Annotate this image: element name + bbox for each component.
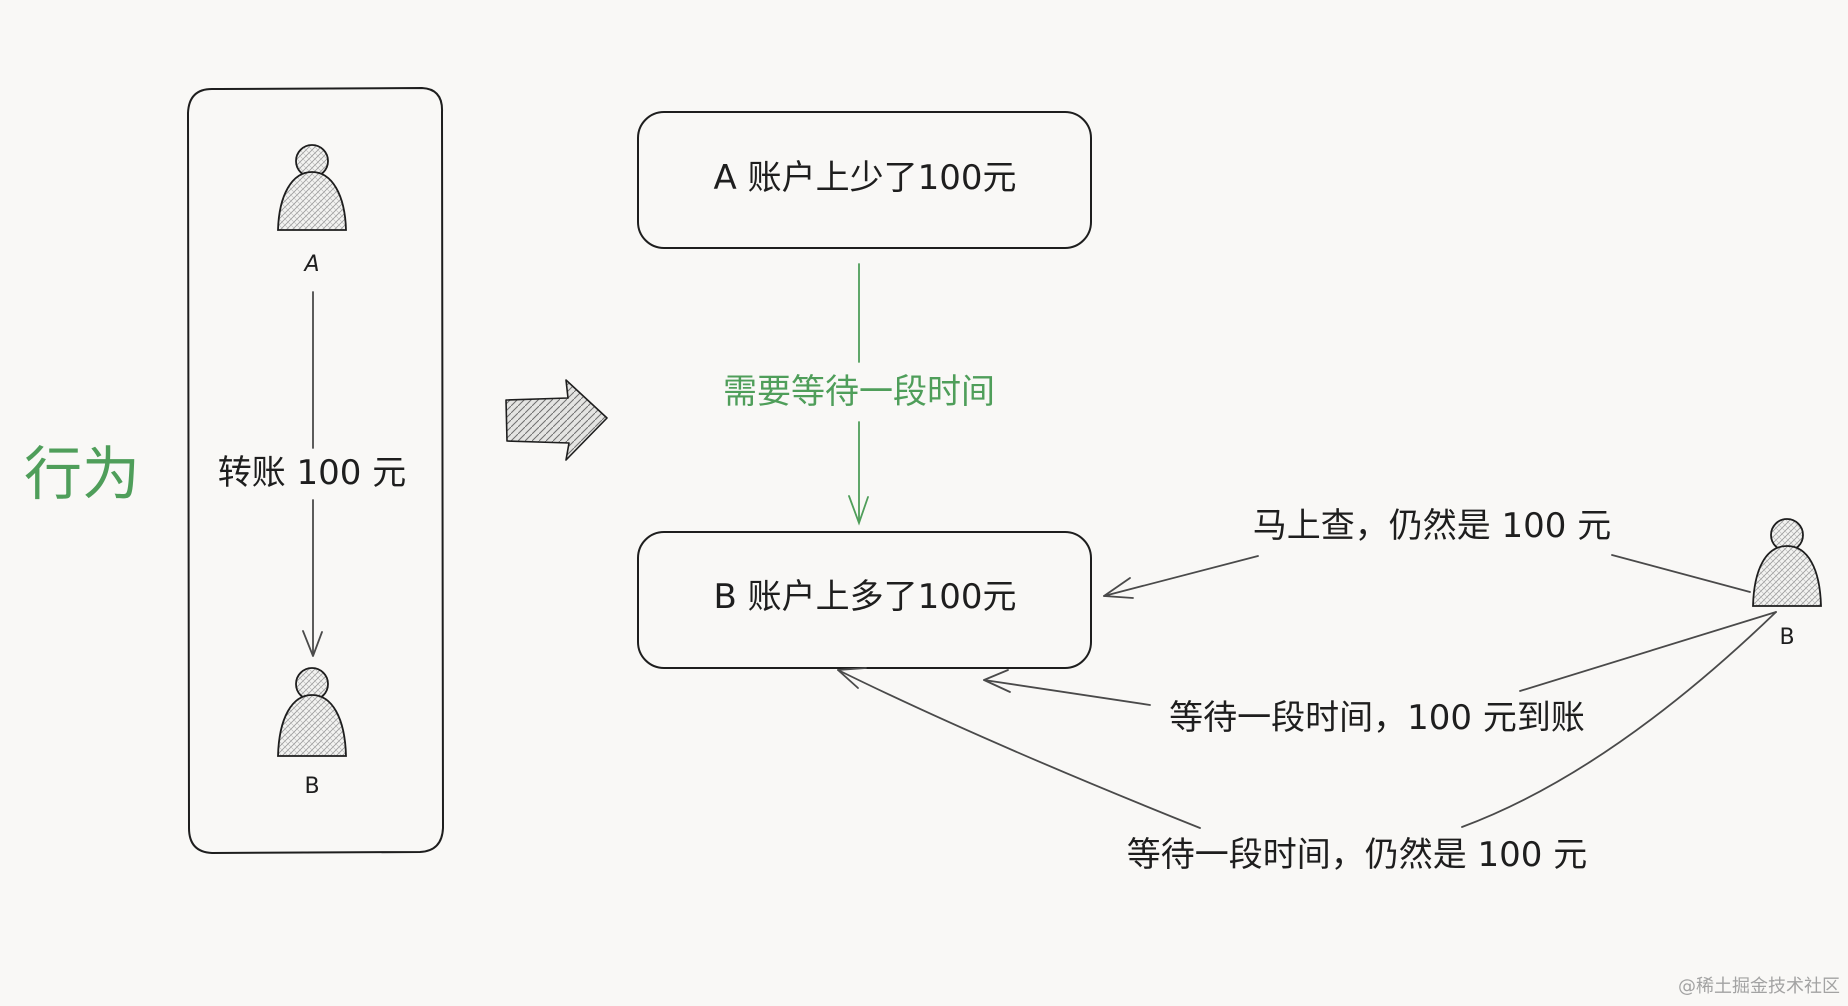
transfer-arrowhead bbox=[302, 630, 323, 657]
query-arrived-arrowhead bbox=[983, 669, 1011, 693]
box-a bbox=[637, 111, 1092, 249]
person-a-icon bbox=[277, 144, 347, 231]
query-immediate-arrow bbox=[1611, 554, 1751, 593]
result-arrow-icon bbox=[505, 379, 608, 461]
query-same-arrow bbox=[1461, 611, 1777, 828]
right-person-b-label: B bbox=[1779, 625, 1794, 650]
person-a-label: A bbox=[302, 252, 319, 277]
query-same-arrowhead bbox=[837, 667, 867, 689]
transfer-label: 转账 100 元 bbox=[218, 453, 407, 493]
person-b-icon bbox=[277, 667, 347, 757]
wait-arrowhead bbox=[848, 495, 869, 526]
behavior-label: 行为 bbox=[24, 440, 140, 508]
query-immediate-label: 马上查，仍然是 100 元 bbox=[1253, 506, 1612, 546]
behavior-container bbox=[187, 87, 444, 854]
query-arrived-arrow bbox=[1519, 611, 1777, 692]
query-same-label: 等待一段时间，仍然是 100 元 bbox=[1127, 835, 1588, 875]
wait-label: 需要等待一段时间 bbox=[723, 372, 995, 412]
query-immediate-arrowhead bbox=[1103, 577, 1134, 599]
box-b-text: B 账户上多了100元 bbox=[713, 577, 1016, 617]
person-b-label: B bbox=[304, 774, 319, 799]
query-same-arrow-end bbox=[837, 669, 1201, 829]
query-arrived-label: 等待一段时间，100 元到账 bbox=[1169, 698, 1585, 738]
right-person-b-icon bbox=[1752, 518, 1822, 607]
query-arrived-arrow-end bbox=[983, 679, 1151, 706]
query-immediate-arrow-end bbox=[1103, 555, 1259, 597]
box-a-text: A 账户上少了100元 bbox=[714, 158, 1017, 198]
watermark: @稀土掘金技术社区 bbox=[1678, 976, 1840, 997]
